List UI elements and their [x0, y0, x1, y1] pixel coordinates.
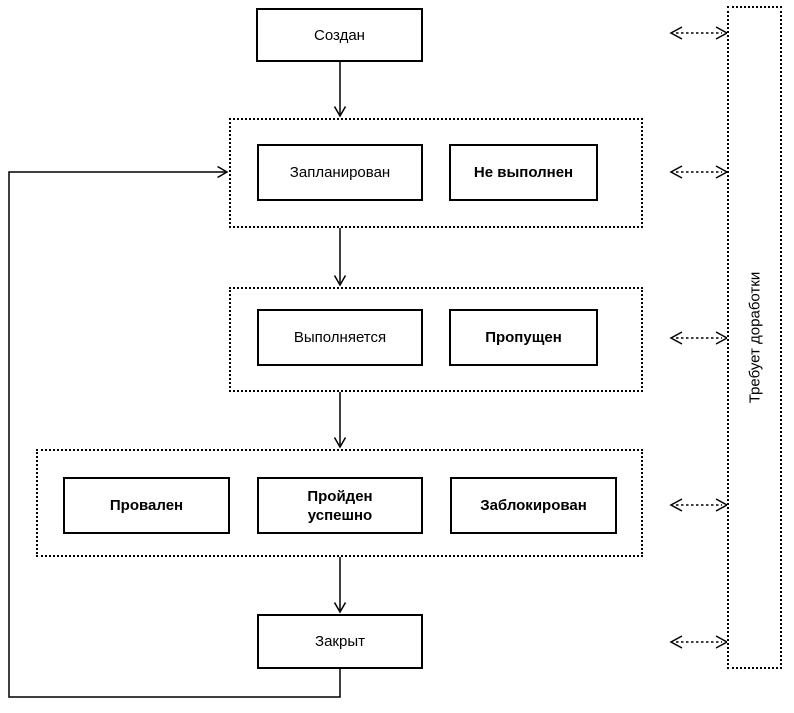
- rework-link-created: [669, 26, 729, 40]
- node-skipped-label: Пропущен: [485, 329, 562, 346]
- node-planned: Запланирован: [257, 144, 423, 201]
- node-passed: Пройден успешно: [257, 477, 423, 534]
- flow-arrow-created-to-planned: [333, 62, 347, 118]
- node-in-progress: Выполняется: [257, 309, 423, 366]
- node-in-progress-label: Выполняется: [293, 329, 387, 346]
- node-closed-label: Закрыт: [315, 633, 365, 650]
- node-created: Создан: [256, 8, 423, 62]
- flow-arrow-result-to-closed: [333, 557, 347, 614]
- node-skipped: Пропущен: [449, 309, 598, 366]
- rework-link-planned: [669, 165, 729, 179]
- node-failed: Провален: [63, 477, 230, 534]
- rework-link-closed: [669, 635, 729, 649]
- region-rework-label: Требует доработки: [746, 271, 764, 404]
- node-blocked-label: Заблокирован: [480, 497, 587, 514]
- node-not-executed-label: Не выполнен: [473, 164, 574, 181]
- node-passed-label: Пройден успешно: [307, 487, 373, 524]
- node-not-executed: Не выполнен: [449, 144, 598, 201]
- node-failed-label: Провален: [109, 497, 184, 514]
- node-blocked: Заблокирован: [450, 477, 617, 534]
- node-closed: Закрыт: [257, 614, 423, 669]
- region-rework: Требует доработки: [727, 6, 782, 669]
- flow-arrow-inprogress-to-result: [333, 392, 347, 449]
- rework-link-result: [669, 498, 729, 512]
- node-created-label: Создан: [314, 26, 365, 44]
- rework-link-inprogress: [669, 331, 729, 345]
- node-planned-label: Запланирован: [289, 164, 391, 181]
- flow-arrow-planned-to-inprogress: [333, 228, 347, 287]
